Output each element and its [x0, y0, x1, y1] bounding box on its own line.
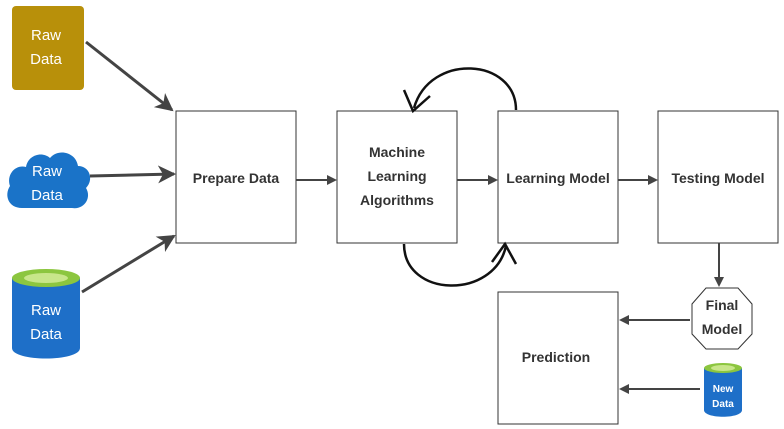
folder-shape	[12, 6, 84, 90]
raw-data-folder-icon: Raw Data	[12, 6, 84, 90]
ml-label-line1: Machine	[369, 144, 425, 160]
ml-label-line2: Learning	[367, 168, 426, 184]
database-label-line2: Data	[30, 326, 62, 343]
folder-label-line2: Data	[30, 51, 62, 68]
cloud-shape	[7, 152, 91, 209]
new-data-database-icon: New Data	[704, 363, 742, 417]
feedback-loop-bottom	[402, 241, 518, 287]
prepare-data-box	[175, 110, 297, 244]
new-data-body	[704, 368, 742, 417]
raw-data-cloud-icon: Raw Data	[7, 152, 91, 209]
ml-label-line3: Algorithms	[360, 192, 434, 208]
prepare-data-label: Prepare Data	[193, 170, 280, 186]
final-model-octagon: Final Model	[691, 287, 753, 350]
learning-model-label: Learning Model	[506, 170, 609, 186]
testing-model-box	[657, 110, 779, 244]
cloud-label-line1: Raw	[32, 163, 62, 180]
cloud-label-line2: Data	[31, 187, 63, 204]
new-data-top-inner	[711, 365, 735, 371]
prediction-box	[497, 291, 619, 425]
arrow-folder-to-prepare	[85, 40, 174, 112]
machine-learning-algorithms-box	[336, 110, 458, 244]
arrow-cloud-to-prepare	[89, 165, 176, 184]
prediction-label: Prediction	[522, 349, 590, 365]
database-top-inner	[24, 273, 68, 283]
arrow-database-to-prepare	[81, 234, 176, 294]
raw-data-database-icon: Raw Data	[12, 269, 80, 359]
database-label-line1: Raw	[31, 302, 61, 319]
testing-model-label: Testing Model	[671, 170, 764, 186]
database-body	[12, 278, 80, 359]
final-model-line1: Final	[706, 297, 739, 313]
feedback-loop-top	[402, 67, 518, 114]
learning-model-box	[497, 110, 619, 244]
new-data-line1: New	[713, 384, 734, 395]
folder-label-line1: Raw	[31, 27, 61, 44]
new-data-line2: Data	[712, 399, 734, 410]
final-model-line2: Model	[702, 321, 742, 337]
